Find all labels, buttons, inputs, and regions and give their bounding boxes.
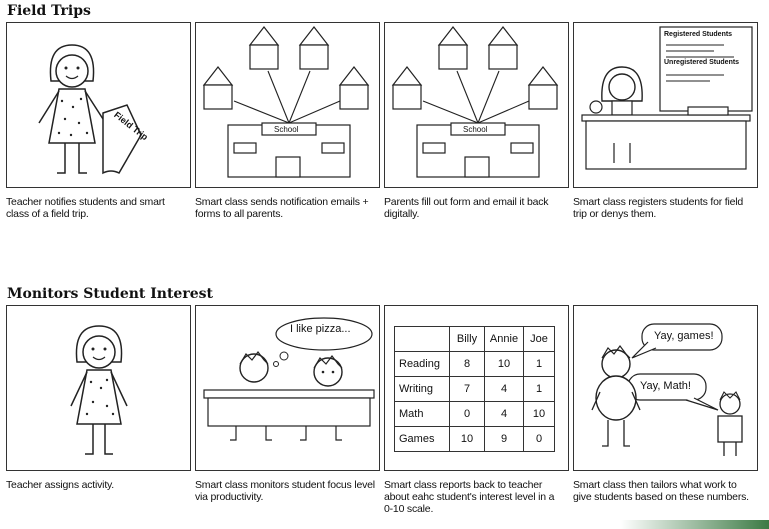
section-title-field-trips: Field Trips [7, 3, 91, 19]
caption-7: Smart class reports back to teacher abou… [384, 479, 555, 515]
teacher-student-icon [591, 323, 743, 456]
panel-tailors-work: Yay, games! Yay, Math! [573, 305, 758, 471]
row-label: Games [394, 426, 450, 452]
caption-5: Teacher assigns activity. [6, 479, 115, 491]
caption-4: Smart class registers students for field… [573, 196, 743, 220]
row-label: Math [394, 401, 450, 427]
unregistered-label: Unregistered Students [664, 59, 740, 66]
table-header-cell: Joe [523, 326, 555, 352]
section-title-monitors: Monitors Student Interest [7, 286, 213, 302]
panel-registers: Registered Students Unregistered Student… [573, 22, 758, 188]
interest-table: Billy Annie Joe Reading 8 10 1 Writing 7… [394, 326, 555, 452]
table-cell: 4 [484, 401, 524, 427]
school-houses-icon [202, 26, 370, 178]
panel-students-desk: I like pizza... [195, 305, 380, 471]
school-label: School [274, 125, 299, 134]
teacher-desk-board-icon [581, 26, 753, 170]
registered-label: Registered Students [664, 31, 733, 38]
games-bubble-text: Yay, games! [654, 330, 714, 342]
corner-decoration [620, 520, 769, 529]
table-cell: 4 [484, 376, 524, 402]
caption-6: Smart class monitors student focus level… [195, 479, 375, 503]
panel-teacher-notifies: Field Trip [6, 22, 191, 188]
table-header-row: Billy Annie Joe [394, 326, 555, 352]
caption-1: Teacher notifies students and smart clas… [6, 196, 165, 220]
table-cell: 10 [484, 351, 524, 377]
students-desk-icon [203, 317, 375, 441]
table-cell: 1 [523, 351, 555, 377]
table-cell: 10 [523, 401, 555, 427]
table-cell: 10 [449, 426, 485, 452]
panel-interest-table: Billy Annie Joe Reading 8 10 1 Writing 7… [384, 305, 569, 471]
panel-parents-email: School [384, 22, 569, 188]
table-row: Math 0 4 10 [394, 401, 555, 427]
table-header-cell: Billy [449, 326, 485, 352]
table-row: Writing 7 4 1 [394, 376, 555, 402]
table-cell: 0 [449, 401, 485, 427]
table-header-cell: Annie [484, 326, 524, 352]
table-cell: 9 [484, 426, 524, 452]
pizza-bubble-text: I like pizza... [290, 323, 351, 335]
table-row: Reading 8 10 1 [394, 351, 555, 377]
table-cell: 1 [523, 376, 555, 402]
panel-teacher-assigns [6, 305, 191, 471]
row-label: Writing [394, 376, 450, 402]
math-bubble-text: Yay, Math! [640, 380, 691, 392]
caption-3: Parents fill out form and email it back … [384, 196, 549, 220]
caption-2: Smart class sends notification emails + … [195, 196, 369, 220]
table-row: Games 10 9 0 [394, 426, 555, 452]
table-header-cell [394, 326, 450, 352]
teacher-figure-icon [38, 44, 142, 175]
row-label: Reading [394, 351, 450, 377]
teacher-figure-icon [70, 325, 128, 455]
caption-8: Smart class then tailors what work to gi… [573, 479, 749, 503]
table-cell: 0 [523, 426, 555, 452]
houses-to-school-icon [391, 26, 559, 178]
table-cell: 7 [449, 376, 485, 402]
table-cell: 8 [449, 351, 485, 377]
panel-school-sends: School [195, 22, 380, 188]
school-label: School [463, 125, 488, 134]
